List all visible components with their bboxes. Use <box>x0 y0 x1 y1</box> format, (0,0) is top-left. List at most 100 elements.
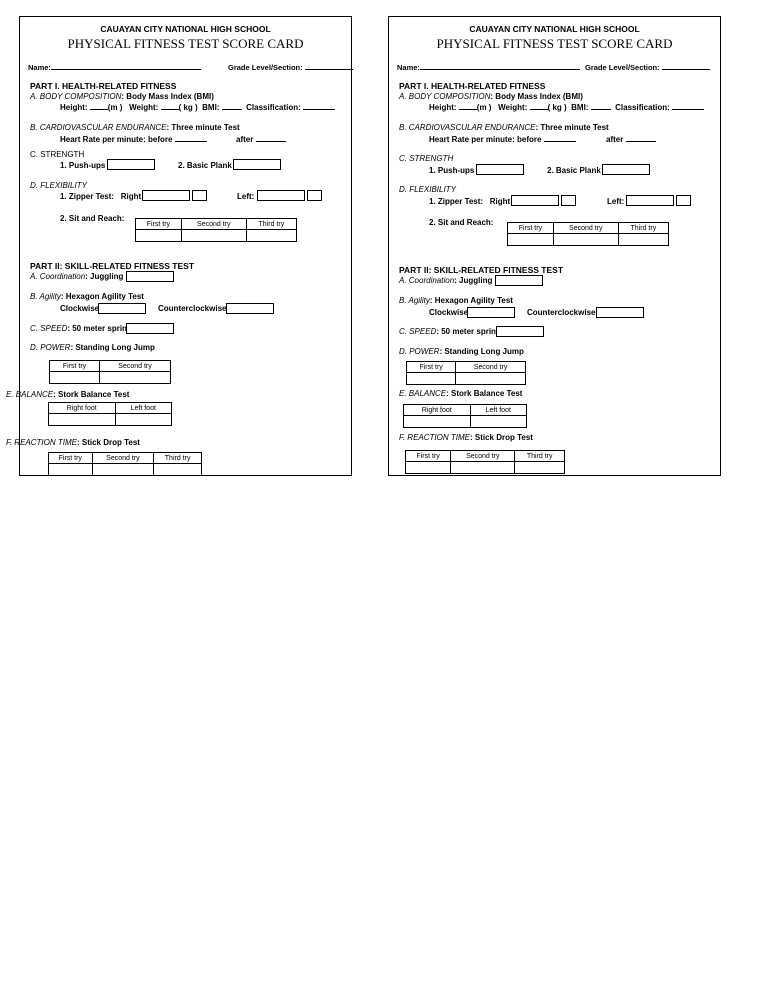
score-card-right: CAUAYAN CITY NATIONAL HIGH SCHOOL PHYSIC… <box>388 16 721 476</box>
name-field[interactable]: Name: <box>28 63 201 72</box>
left-foot-header: Left foot <box>114 402 173 414</box>
zipper-right-mark[interactable] <box>192 190 207 201</box>
table-cell[interactable] <box>405 372 457 385</box>
right-foot-header: Right foot <box>403 404 471 416</box>
grade-section-field[interactable]: Grade Level/Section: <box>585 63 710 72</box>
balance-heading: E. BALANCE: Stork Balance Test <box>6 390 130 399</box>
body-composition-heading: A. BODY COMPOSITION: Body Mass Index (BM… <box>399 92 583 101</box>
counterclockwise-input[interactable] <box>596 307 644 318</box>
table-cell[interactable] <box>450 461 516 474</box>
heart-rate-after: after <box>606 135 656 144</box>
plank-input[interactable] <box>602 164 650 175</box>
school-name: CAUAYAN CITY NATIONAL HIGH SCHOOL <box>100 24 271 34</box>
juggling-input[interactable] <box>126 271 174 282</box>
first-try-header: First try <box>507 222 554 234</box>
zipper-right-input[interactable] <box>142 190 190 201</box>
clockwise-input[interactable] <box>467 307 515 318</box>
heart-rate-after: after <box>236 135 286 144</box>
speed-heading: C. SPEED: 50 meter sprint <box>399 327 499 336</box>
school-name: CAUAYAN CITY NATIONAL HIGH SCHOOL <box>469 24 640 34</box>
zipper-left-input[interactable] <box>626 195 674 206</box>
zipper-left-mark[interactable] <box>307 190 322 201</box>
strength-heading: C. STRENGTH <box>30 150 85 159</box>
counterclockwise-label: Counterclockwise <box>158 304 227 313</box>
grade-label: Grade Level/Section: <box>228 63 303 72</box>
flexibility-heading: D. FLEXIBILITY <box>399 185 456 194</box>
sit-reach-label: 2. Sit and Reach: <box>60 214 125 223</box>
table-cell[interactable] <box>455 372 526 385</box>
third-try-header: Third try <box>514 450 565 462</box>
zipper-left-input[interactable] <box>257 190 305 201</box>
table-cell[interactable] <box>91 463 155 476</box>
left-foot-header: Left foot <box>469 404 528 416</box>
part1-title: PART I. HEALTH-RELATED FITNESS <box>30 81 177 91</box>
sit-reach-label: 2. Sit and Reach: <box>429 218 494 227</box>
table-cell[interactable] <box>180 229 247 242</box>
first-try-header: First try <box>48 360 101 372</box>
balance-heading: E. BALANCE: Stork Balance Test <box>399 389 523 398</box>
second-try-header: Second try <box>99 360 171 372</box>
flexibility-heading: D. FLEXIBILITY <box>30 181 87 190</box>
heart-rate-row: Heart Rate per minute: before <box>429 135 576 144</box>
clockwise-label: Clockwise <box>429 308 469 317</box>
first-try-header: First try <box>405 361 457 373</box>
reaction-heading: F. REACTION TIME: Stick Drop Test <box>399 433 533 442</box>
table-cell[interactable] <box>99 371 171 384</box>
table-cell[interactable] <box>514 461 565 474</box>
table-cell[interactable] <box>48 413 116 426</box>
table-cell[interactable] <box>135 229 182 242</box>
sprint-input[interactable] <box>126 323 174 334</box>
third-try-header: Third try <box>245 218 298 230</box>
plank-input[interactable] <box>233 159 281 170</box>
zipper-right-mark[interactable] <box>561 195 576 206</box>
second-try-header: Second try <box>552 222 619 234</box>
bmi-row: Height: (m ) Weight: ( kg ) BMI: Classif… <box>429 103 705 112</box>
agility-heading: B. Agility: Hexagon Agility Test <box>30 292 144 301</box>
cardio-heading: B. CARDIOVASCULAR ENDURANCE: Three minut… <box>399 123 609 132</box>
name-label: Name: <box>397 63 420 72</box>
second-try-header: Second try <box>455 361 526 373</box>
power-heading: D. POWER: Standing Long Jump <box>399 347 524 356</box>
zipper-left-mark[interactable] <box>676 195 691 206</box>
table-cell[interactable] <box>617 233 670 246</box>
zipper-right-input[interactable] <box>511 195 559 206</box>
body-composition-heading: A. BODY COMPOSITION: Body Mass Index (BM… <box>30 92 214 101</box>
grade-section-field[interactable]: Grade Level/Section: <box>228 63 353 72</box>
heart-rate-row: Heart Rate per minute: before <box>60 135 207 144</box>
first-try-header: First try <box>404 450 452 462</box>
speed-heading: C. SPEED: 50 meter sprint <box>30 324 130 333</box>
table-cell[interactable] <box>153 463 202 476</box>
table-cell[interactable] <box>114 413 173 426</box>
table-cell[interactable] <box>403 415 471 428</box>
first-try-header: First try <box>135 218 182 230</box>
part2-title: PART II: SKILL-RELATED FITNESS TEST <box>399 265 564 275</box>
juggling-input[interactable] <box>495 275 543 286</box>
table-cell[interactable] <box>404 461 452 474</box>
table-cell[interactable] <box>48 371 101 384</box>
table-cell[interactable] <box>48 463 93 476</box>
counterclockwise-input[interactable] <box>226 303 274 314</box>
power-heading: D. POWER: Standing Long Jump <box>30 343 155 352</box>
table-cell[interactable] <box>245 229 298 242</box>
second-try-header: Second try <box>450 450 516 462</box>
strength-heading: C. STRENGTH <box>399 154 454 163</box>
first-try-header: First try <box>48 452 93 464</box>
pushups-input[interactable] <box>107 159 155 170</box>
clockwise-input[interactable] <box>98 303 146 314</box>
zipper-label: 1. Zipper Test: Right: <box>429 197 513 206</box>
table-cell[interactable] <box>469 415 528 428</box>
plank-label: 2. Basic Plank <box>178 161 232 170</box>
zipper-left-label: Left: <box>607 197 625 206</box>
sprint-input[interactable] <box>496 326 544 337</box>
table-cell[interactable] <box>507 233 554 246</box>
table-cell[interactable] <box>552 233 619 246</box>
name-field[interactable]: Name: <box>397 63 580 72</box>
pushups-input[interactable] <box>476 164 524 175</box>
